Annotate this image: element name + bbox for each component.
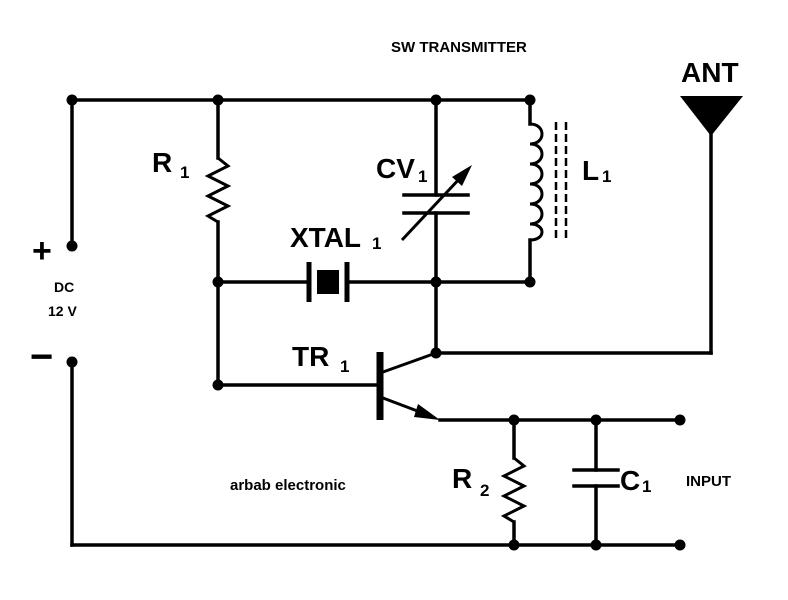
cv1-label: CV (376, 153, 415, 184)
collector-feed (434, 123, 713, 355)
input-terminal (674, 414, 686, 426)
r1-label: R (152, 147, 172, 178)
l1-sub: 1 (602, 167, 611, 186)
xtal1-sub: 1 (372, 234, 381, 253)
transistor-tr1 (216, 351, 440, 420)
tr1-sub: 1 (340, 357, 349, 376)
c1-label: C (620, 465, 640, 496)
cv1-sub: 1 (418, 167, 427, 186)
crystal-xtal1 (216, 262, 532, 302)
r1-sub: 1 (180, 163, 189, 182)
r2-sub: 2 (480, 481, 489, 500)
plus-sign: + (32, 232, 52, 270)
junction-dot (524, 276, 536, 288)
input-terminal (674, 539, 686, 551)
junction-dot (66, 94, 78, 106)
l1-label: L (582, 155, 599, 186)
top-rail (70, 98, 532, 248)
input-label: INPUT (686, 473, 731, 490)
resistor-r2 (500, 418, 528, 547)
xtal1-label: XTAL (290, 222, 361, 253)
r2-label: R (452, 463, 472, 494)
dc-supply: + DC 12 V − (30, 232, 78, 547)
junction-dot (212, 379, 224, 391)
junction-dot (212, 276, 224, 288)
resistor-r1 (204, 98, 232, 387)
minus-sign: − (30, 335, 53, 379)
variable-capacitor-cv1 (400, 98, 472, 282)
credit-label: arbab electronic (230, 477, 346, 494)
antenna-label: ANT (681, 57, 739, 88)
inductor-l1 (528, 98, 568, 284)
diagram-title: SW TRANSMITTER (391, 39, 527, 56)
tr1-label: TR (292, 341, 329, 372)
positive-terminal (66, 240, 78, 252)
supply-type-label: DC (54, 279, 74, 295)
antenna-icon (680, 96, 743, 136)
supply-voltage-label: 12 V (48, 303, 77, 319)
c1-sub: 1 (642, 477, 651, 496)
capacitor-c1 (572, 418, 620, 547)
